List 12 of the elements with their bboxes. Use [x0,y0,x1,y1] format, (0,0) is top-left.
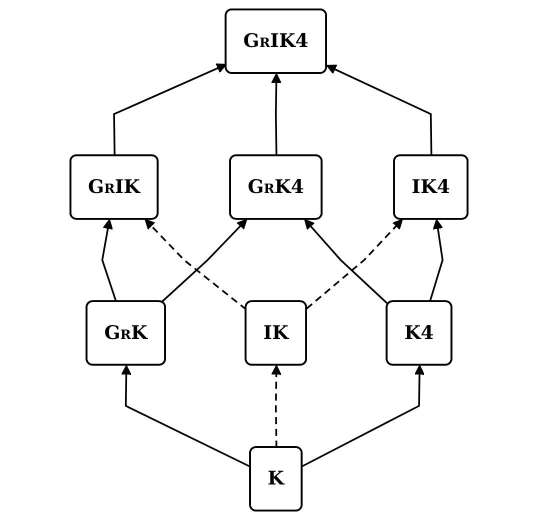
arrow [302,364,425,468]
arrow [121,364,252,468]
arrow [101,218,117,302]
arrow [113,63,227,156]
arrow [306,218,403,310]
arrow [144,218,247,310]
arrow [326,64,432,156]
arrow [429,218,444,302]
arrow [161,218,248,303]
arrow [271,73,282,156]
arrow [304,218,389,305]
arrow [271,364,282,448]
